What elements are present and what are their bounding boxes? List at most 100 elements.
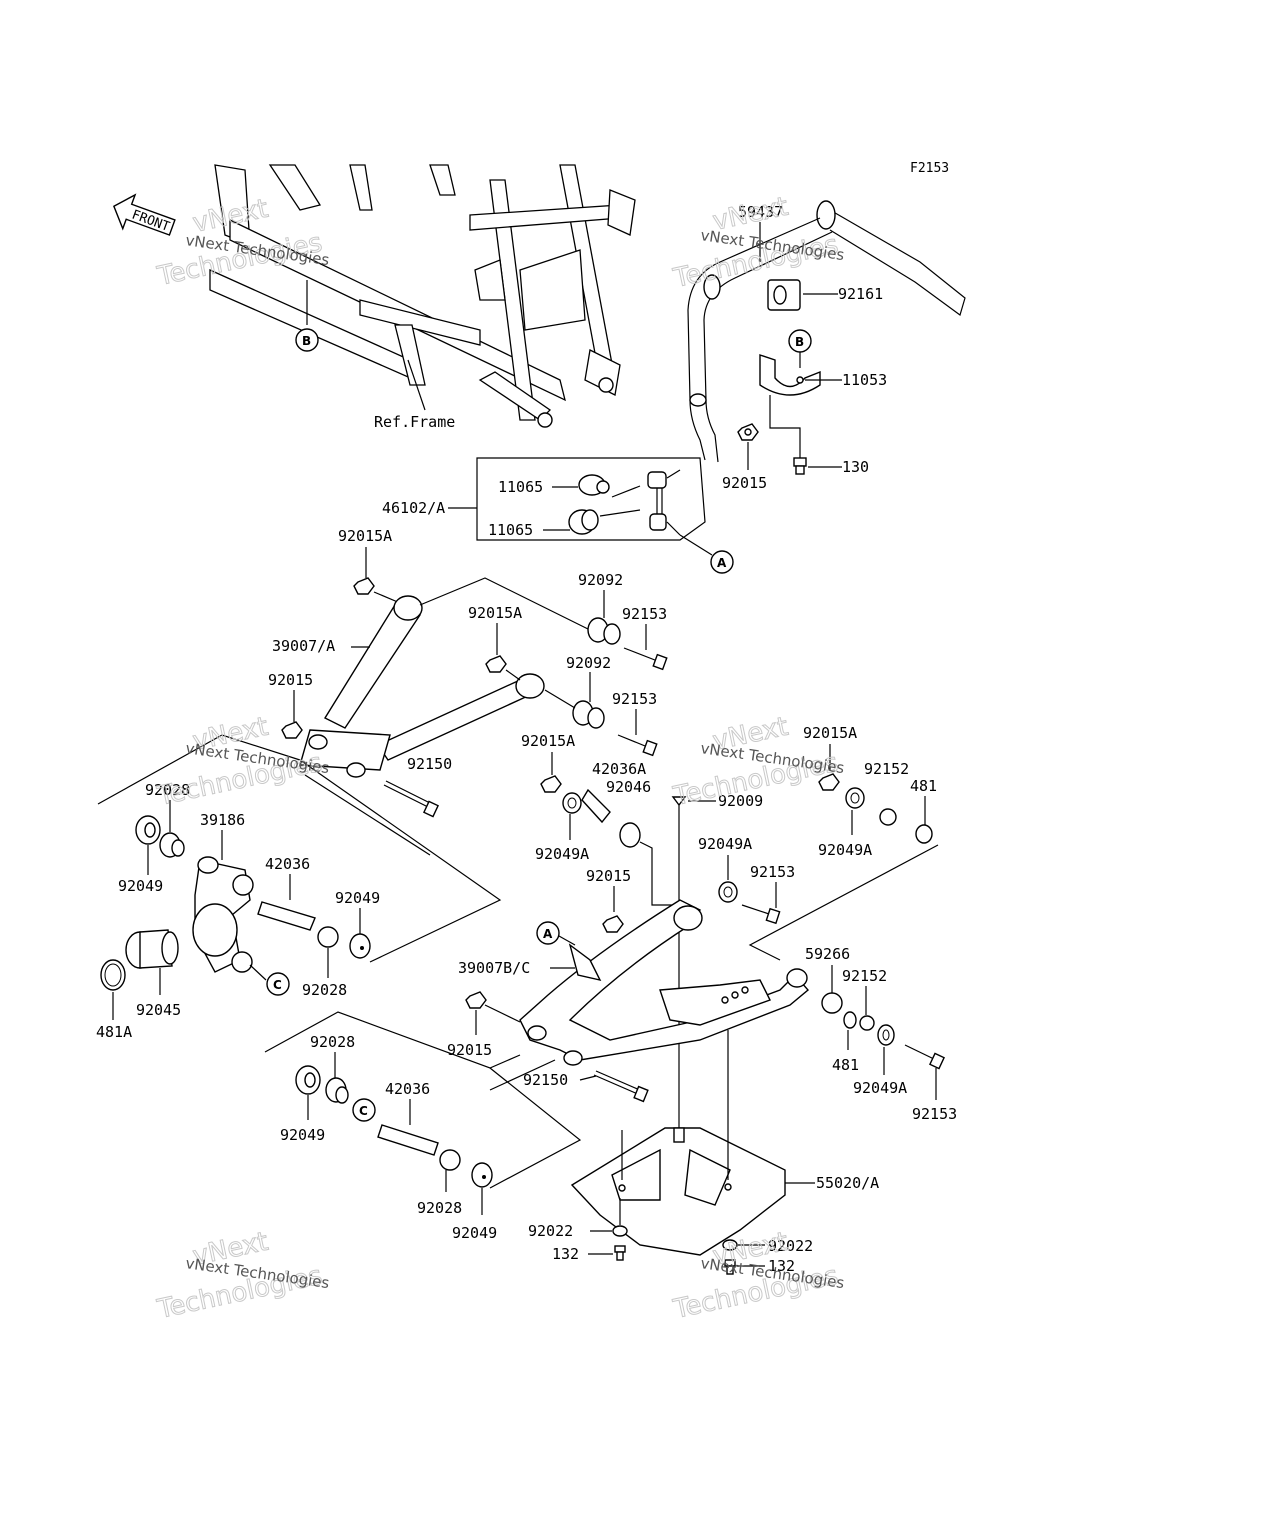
- bushing-92161: [767, 279, 801, 311]
- part-92153-1: 92153: [622, 605, 667, 623]
- part-92049-1: 92049: [118, 877, 163, 895]
- part-39007: 39007/A: [272, 637, 335, 655]
- bolt-92153-2: [617, 734, 658, 757]
- part-92152-1: 92152: [864, 760, 909, 778]
- watermark-3: vNext Technologies vNext Technologies: [154, 711, 331, 812]
- circlip-481-2: [843, 1011, 857, 1029]
- part-92046: 92046: [606, 778, 651, 796]
- bolt-92153-3: [741, 904, 781, 925]
- seal-92049-3: [295, 1065, 321, 1095]
- part-92049A-2: 92049A: [818, 841, 872, 859]
- link-rod: [647, 469, 681, 536]
- bushing-92028-3: [325, 1077, 349, 1104]
- seal-92049A-3: [718, 881, 738, 903]
- part-92049-4: 92049: [452, 1224, 497, 1242]
- seal-92049A-2: [845, 787, 865, 809]
- part-92015A-2: 92015A: [468, 604, 522, 622]
- part-92028-2: 92028: [302, 981, 347, 999]
- seal-92049A-1: [562, 792, 582, 814]
- bushing-59266: [821, 992, 843, 1014]
- circlip-481A: [100, 959, 126, 991]
- front-arrow-icon: FRONT: [113, 193, 176, 236]
- bushing-92028-2: [317, 926, 339, 948]
- part-55020: 55020/A: [816, 1174, 879, 1192]
- washer-92022-1: [612, 1225, 628, 1237]
- washer-92022-2: [722, 1239, 738, 1251]
- part-92150-2: 92150: [523, 1071, 568, 1089]
- part-59266: 59266: [805, 945, 850, 963]
- part-92009: 92009: [718, 792, 763, 810]
- nut-92015A-3: [540, 775, 562, 793]
- part-92045: 92045: [136, 1001, 181, 1019]
- part-92015-low: 92015: [586, 867, 631, 885]
- skid-plate-55020: [570, 1127, 786, 1256]
- svg-text:B: B: [302, 334, 311, 348]
- part-92092-1: 92092: [578, 571, 623, 589]
- callout-c-knuckle: C: [266, 972, 290, 996]
- part-92015-mid: 92015: [268, 671, 313, 689]
- bolt-92150-2: [593, 1070, 649, 1103]
- part-11065-a: 11065: [498, 478, 543, 496]
- nut-92015A-1: [353, 577, 375, 595]
- svg-text:C: C: [273, 978, 282, 992]
- part-92015-top: 92015: [722, 474, 767, 492]
- part-92153-4: 92153: [912, 1105, 957, 1123]
- bushing-92092-1: [587, 617, 621, 645]
- callout-c-lower: C: [352, 1098, 376, 1122]
- ref-frame-label: Ref.Frame: [374, 413, 455, 431]
- part-59437: 59437: [738, 203, 783, 221]
- part-39186: 39186: [200, 811, 245, 829]
- part-132-2: 132: [768, 1257, 795, 1275]
- part-42036-2: 42036: [385, 1080, 430, 1098]
- part-92152-2: 92152: [842, 967, 887, 985]
- part-92161: 92161: [838, 285, 883, 303]
- sleeve-42036A: [581, 788, 611, 824]
- bolt-130: [793, 457, 807, 475]
- ball-joint-cover-2: [568, 509, 599, 535]
- part-92028-3: 92028: [310, 1033, 355, 1051]
- knuckle-39186: [192, 856, 254, 973]
- watermark-5: vNext Technologies vNext Technologies: [154, 1226, 331, 1325]
- bolt-92153-4: [904, 1044, 945, 1070]
- lower-arm-39007BC: [519, 899, 809, 1066]
- part-92015-bot: 92015: [447, 1041, 492, 1059]
- svg-text:A: A: [543, 927, 553, 941]
- bushing-92046: [619, 822, 641, 848]
- bushing-92028-4: [439, 1149, 461, 1171]
- part-92028-4: 92028: [417, 1199, 462, 1217]
- sleeve-42036-2: [377, 1124, 439, 1156]
- callout-b-stabilizer: B: [788, 329, 812, 368]
- part-11065-b: 11065: [488, 521, 533, 539]
- part-92049-3: 92049: [280, 1126, 325, 1144]
- part-92150-1: 92150: [407, 755, 452, 773]
- screw-92009: [671, 796, 687, 1130]
- upper-arm-39007: [299, 595, 545, 778]
- part-92049-2: 92049: [335, 889, 380, 907]
- part-92022-1: 92022: [528, 1222, 573, 1240]
- bolt-92150-1: [383, 780, 439, 818]
- diagram-code: F2153: [910, 161, 949, 176]
- part-132-1: 132: [552, 1245, 579, 1263]
- bushing-92092-2: [572, 700, 605, 729]
- collar-92152-2: [859, 1015, 875, 1031]
- part-92153-3: 92153: [750, 863, 795, 881]
- part-11053: 11053: [842, 371, 887, 389]
- frame-illustration: [209, 164, 636, 428]
- part-46102: 46102/A: [382, 499, 445, 517]
- part-481A: 481A: [96, 1023, 132, 1041]
- part-92049A-4: 92049A: [853, 1079, 907, 1097]
- seal-92049-4: [471, 1162, 493, 1188]
- nut-92015-low: [602, 915, 624, 933]
- nut-92015-top: [737, 423, 759, 441]
- circlip-481-1: [915, 824, 933, 844]
- sleeve-42036-1: [257, 901, 316, 931]
- part-92015A-4: 92015A: [803, 724, 857, 742]
- bolt-92153-1: [623, 647, 668, 671]
- clamp-11053: [759, 354, 821, 396]
- part-92028-1: 92028: [145, 781, 190, 799]
- part-42036A: 42036A: [592, 760, 646, 778]
- part-92015A-1: 92015A: [338, 527, 392, 545]
- bolt-132-2: [724, 1259, 736, 1275]
- link-rod-box: [476, 457, 706, 541]
